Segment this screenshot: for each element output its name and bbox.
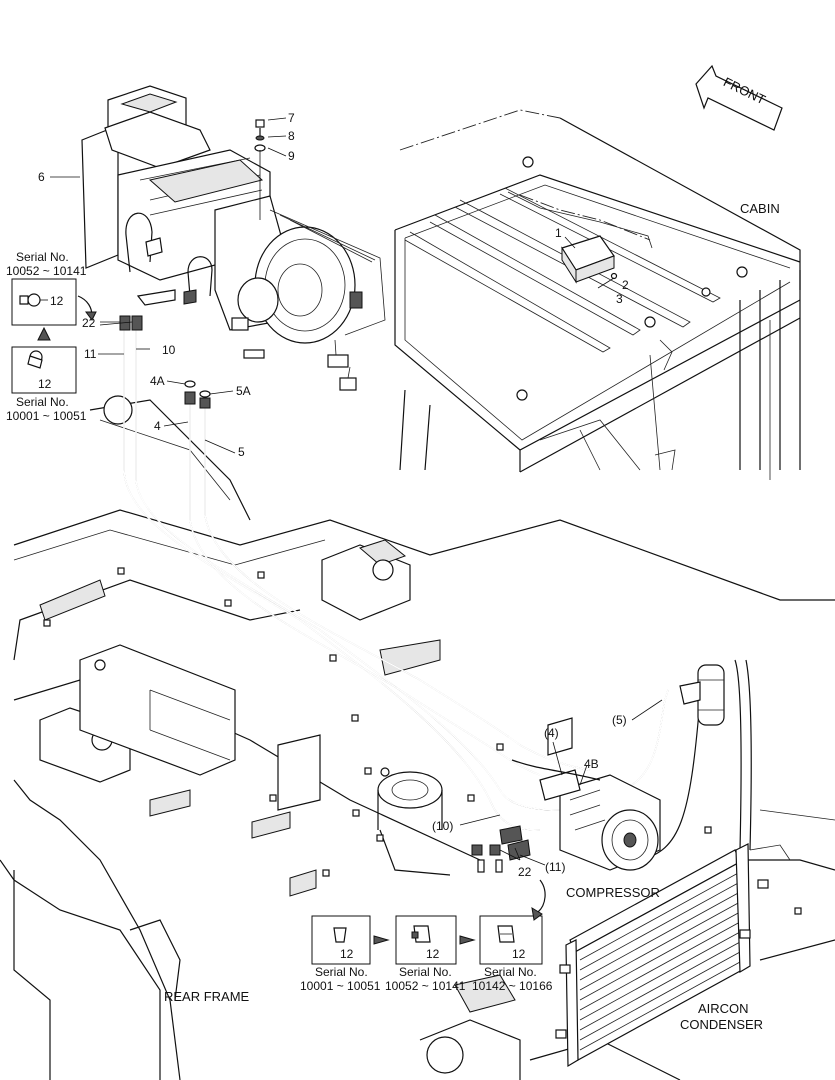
- callout-9: 9: [288, 149, 295, 163]
- serial-box-bottom-3-part: 12: [512, 947, 526, 961]
- callout-5: 5: [238, 445, 245, 459]
- serial-box-bottom-3-range: 10142 ~ 10166: [472, 979, 553, 993]
- leader-lines: [29, 176, 663, 866]
- callout-5a: 5A: [236, 384, 251, 398]
- serial-link-arrowhead: [531, 907, 543, 921]
- callout-8: 8: [288, 129, 295, 143]
- callout-5-paren: (5): [612, 713, 627, 727]
- serial-link-arc: [537, 879, 546, 913]
- callout-7: 7: [288, 111, 295, 125]
- front-arrow: FRONT: [695, 64, 783, 131]
- callout-10: 10: [162, 343, 176, 357]
- serial-arrow-2: [459, 935, 476, 945]
- callout-1: 1: [555, 226, 562, 240]
- serial-box-bottom-2-part: 12: [426, 947, 440, 961]
- callout-22-lower: 22: [518, 865, 532, 879]
- serial-box-bottom-1-label: Serial No.: [315, 965, 368, 979]
- callout-6: 6: [38, 170, 45, 184]
- aircon-condenser: [555, 843, 791, 1068]
- serial-box-bottom-1-part: 12: [340, 947, 354, 961]
- cabin-structure: [394, 109, 801, 480]
- callouts: 7 8 9 6 22 11 10 4A 5A 4 5 1 2 3 (4) 4B …: [38, 111, 629, 879]
- callout-3: 3: [616, 292, 623, 306]
- callout-2: 2: [622, 278, 629, 292]
- serial-box-lower-label: Serial No.: [16, 395, 69, 409]
- callout-10-paren: (10): [432, 819, 453, 833]
- serial-box-bottom-1: 12 Serial No. 10001 ~ 10051: [300, 915, 381, 993]
- serial-arrow-1: [373, 935, 390, 945]
- serial-box-lower-range: 10001 ~ 10051: [6, 409, 87, 423]
- serial-box-upper: 12 Serial No. 10052 ~ 10141: [6, 250, 97, 326]
- serial-box-upper-range: 10052 ~ 10141: [6, 264, 87, 278]
- aircon-label: AIRCON: [698, 1001, 749, 1016]
- serial-box-bottom-1-range: 10001 ~ 10051: [300, 979, 381, 993]
- serial-box-lower: 12 Serial No. 10001 ~ 10051: [6, 326, 87, 423]
- serial-box-bottom-3-label: Serial No.: [484, 965, 537, 979]
- compressor-label: COMPRESSOR: [566, 885, 660, 900]
- hvac-unit: [81, 85, 386, 391]
- callout-4b: 4B: [584, 757, 599, 771]
- condenser-label: CONDENSER: [680, 1017, 763, 1032]
- refrigerant-hoses: [119, 315, 752, 873]
- callout-22-upper: 22: [82, 316, 96, 330]
- serial-box-bottom-3: 12 Serial No. 10142 ~ 10166: [472, 915, 553, 993]
- serial-box-upper-part: 12: [50, 294, 64, 308]
- rear-frame-label: REAR FRAME: [164, 989, 250, 1004]
- frame-structure: [0, 395, 835, 1080]
- callout-11-paren: (11): [545, 860, 565, 874]
- serial-box-bottom-2-range: 10052 ~ 10141: [385, 979, 466, 993]
- serial-box-bottom-2: 12 Serial No. 10052 ~ 10141: [385, 915, 466, 993]
- callout-4a: 4A: [150, 374, 165, 388]
- serial-box-lower-part: 12: [38, 377, 52, 391]
- serial-box-bottom-2-label: Serial No.: [399, 965, 452, 979]
- serial-box-upper-label: Serial No.: [16, 250, 69, 264]
- callout-4: 4: [154, 419, 161, 433]
- callout-11: 11: [84, 347, 97, 361]
- compressor: [511, 717, 661, 871]
- callout-4-paren: (4): [544, 726, 559, 740]
- cabin-label: CABIN: [740, 201, 780, 216]
